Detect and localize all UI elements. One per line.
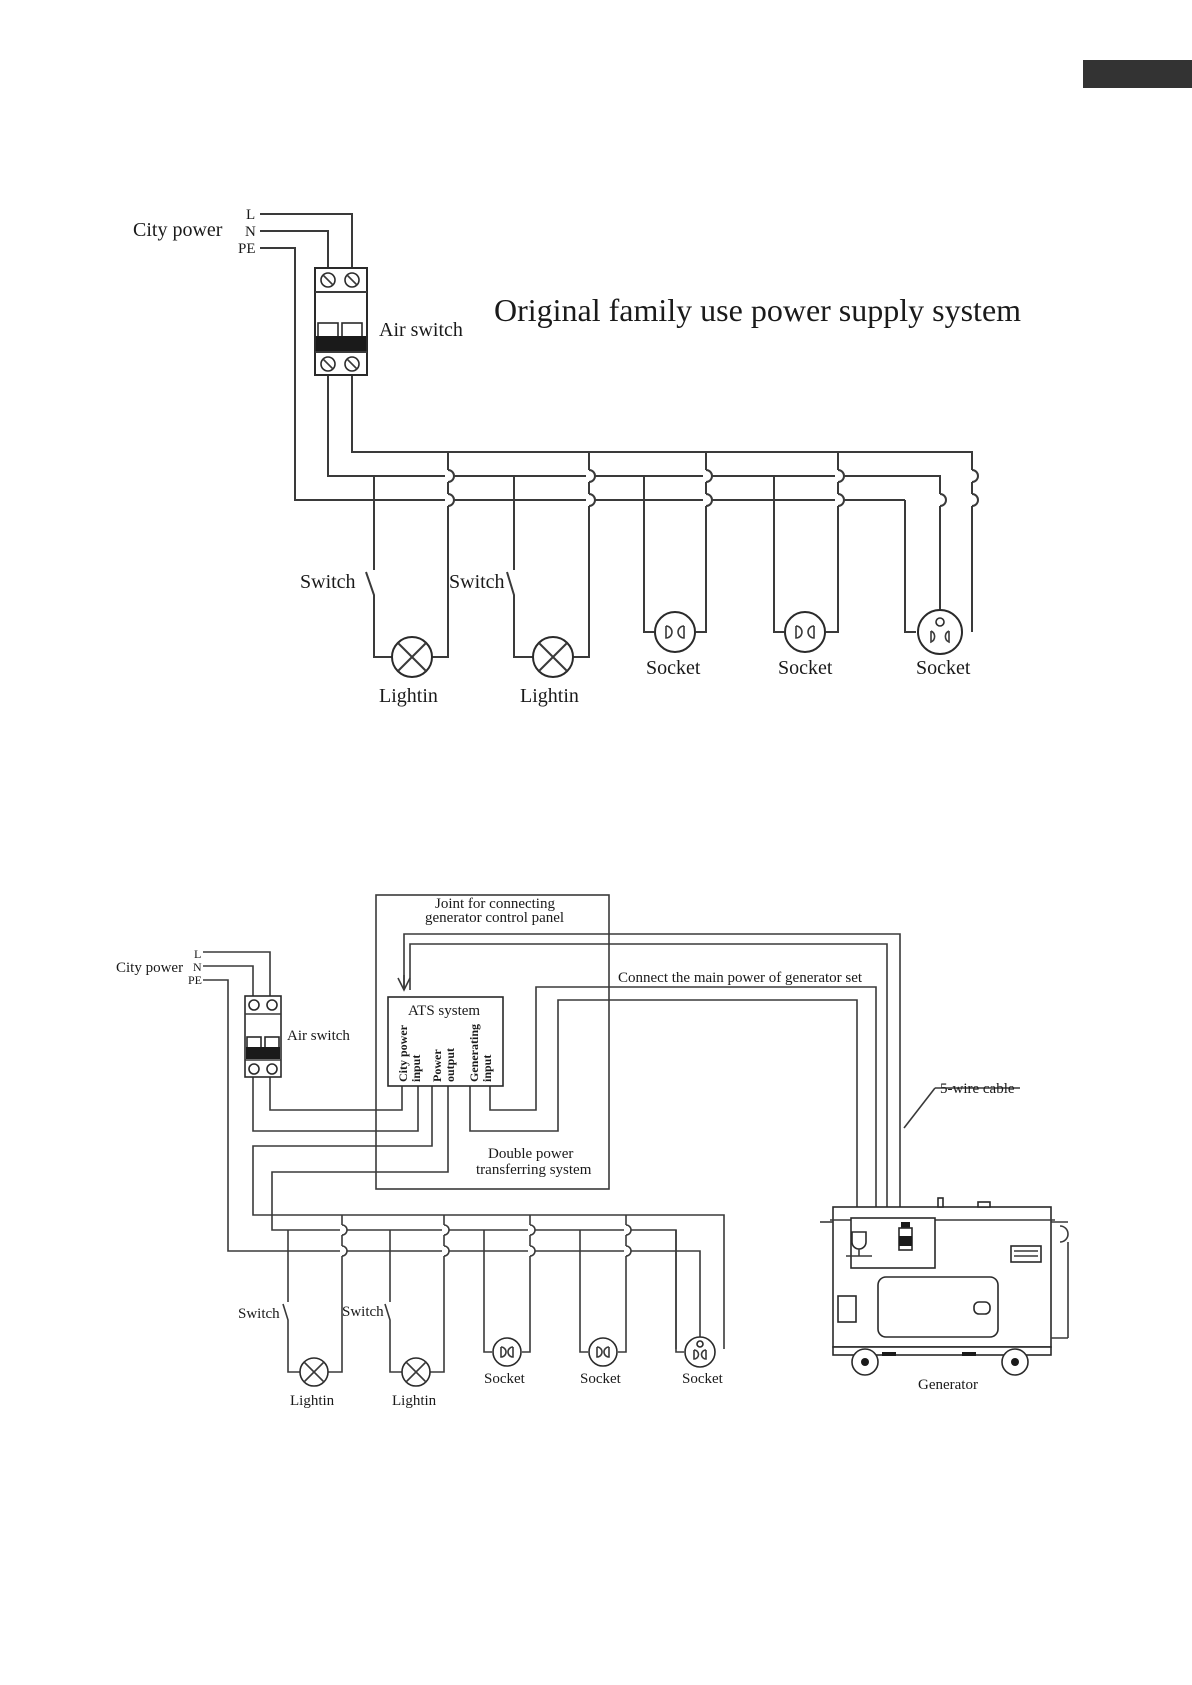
generator-ats-diagram: City power L N PE Joint for connecting g…: [116, 894, 1069, 1409]
diagram2-socket-label-3: Socket: [682, 1371, 724, 1387]
generator-illustration: [820, 1197, 1069, 1376]
diagram1-lightin-label-2: Lightin: [520, 685, 579, 707]
diagram2-socket-label-1: Socket: [484, 1371, 526, 1387]
diagram1-city-power-label: City power: [133, 219, 223, 241]
double-power-label-line1: Double power: [488, 1146, 573, 1162]
diagram1-light-1: [391, 636, 433, 678]
page-corner-tab: [1083, 60, 1192, 88]
diagram1-PE-label: PE: [238, 241, 256, 257]
diagram2-socket-label-2: Socket: [580, 1371, 622, 1387]
diagram1-socket-1: [654, 611, 696, 653]
joint-label-line2: generator control panel: [425, 910, 564, 926]
diagram1-socket-label-1: Socket: [646, 657, 701, 679]
diagram1-socket-3: [917, 609, 963, 655]
diagram2-socket-3: [684, 1336, 716, 1368]
ats-system-box: ATS system City power input Power output…: [387, 996, 504, 1087]
diagram2-socket-1: [492, 1337, 522, 1367]
ats-system-label: ATS system: [408, 1003, 480, 1019]
diagram1-title: Original family use power supply system: [494, 292, 1021, 328]
diagram2-light-1: [299, 1357, 329, 1387]
diagram1-switch-label-1: Switch: [300, 571, 356, 593]
ats-city-power-input-label: City power: [396, 1024, 410, 1082]
diagram2-L-label: L: [194, 947, 201, 961]
original-power-supply-diagram: Original family use power supply system …: [133, 207, 1021, 707]
ats-power-output-label-2: output: [443, 1048, 457, 1082]
diagram2-socket-2: [588, 1337, 618, 1367]
diagram2-lightin-label-2: Lightin: [392, 1393, 437, 1409]
diagram1-light-2: [532, 636, 574, 678]
diagram1-N-label: N: [245, 224, 256, 240]
diagram2-wiring: [203, 933, 1020, 1373]
diagram2-light-2: [401, 1357, 431, 1387]
diagram2-city-power-label: City power: [116, 960, 183, 976]
joint-label-line1: Joint for connecting: [435, 896, 555, 912]
diagram2-air-switch-label: Air switch: [287, 1028, 350, 1044]
diagram1-L-label: L: [246, 207, 255, 223]
ats-power-output-label: Power: [430, 1049, 444, 1082]
diagram2-PE-label: PE: [188, 973, 202, 987]
double-power-box: [375, 894, 610, 1190]
diagram2-switch-label-1: Switch: [238, 1306, 280, 1322]
diagram1-socket-label-3: Socket: [916, 657, 971, 679]
connect-main-power-label: Connect the main power of generator set: [618, 970, 863, 986]
ats-city-power-input-label-2: input: [409, 1055, 423, 1082]
diagram1-lightin-label-1: Lightin: [379, 685, 438, 707]
ats-generating-input-label-2: input: [480, 1055, 494, 1082]
diagram2-air-switch: [244, 995, 282, 1078]
generator-label: Generator: [918, 1377, 978, 1393]
diagram2-switch-label-2: Switch: [342, 1304, 384, 1320]
diagram1-socket-2: [784, 611, 826, 653]
diagram1-socket-label-2: Socket: [778, 657, 833, 679]
ats-generating-input-label: Generating: [467, 1024, 481, 1082]
diagram1-switch-label-2: Switch: [449, 571, 505, 593]
diagram2-N-label: N: [193, 960, 202, 974]
diagram1-air-switch-label: Air switch: [379, 319, 463, 341]
diagram1-wiring: [260, 213, 973, 658]
five-wire-cable-label: 5-wire cable: [940, 1081, 1015, 1097]
double-power-label-line2: transferring system: [476, 1162, 592, 1178]
diagram2-lightin-label-1: Lightin: [290, 1393, 335, 1409]
diagram1-wire-hops: [445, 469, 979, 507]
diagram1-air-switch: [314, 267, 368, 376]
diagram2-wire-hops: [340, 1224, 632, 1257]
